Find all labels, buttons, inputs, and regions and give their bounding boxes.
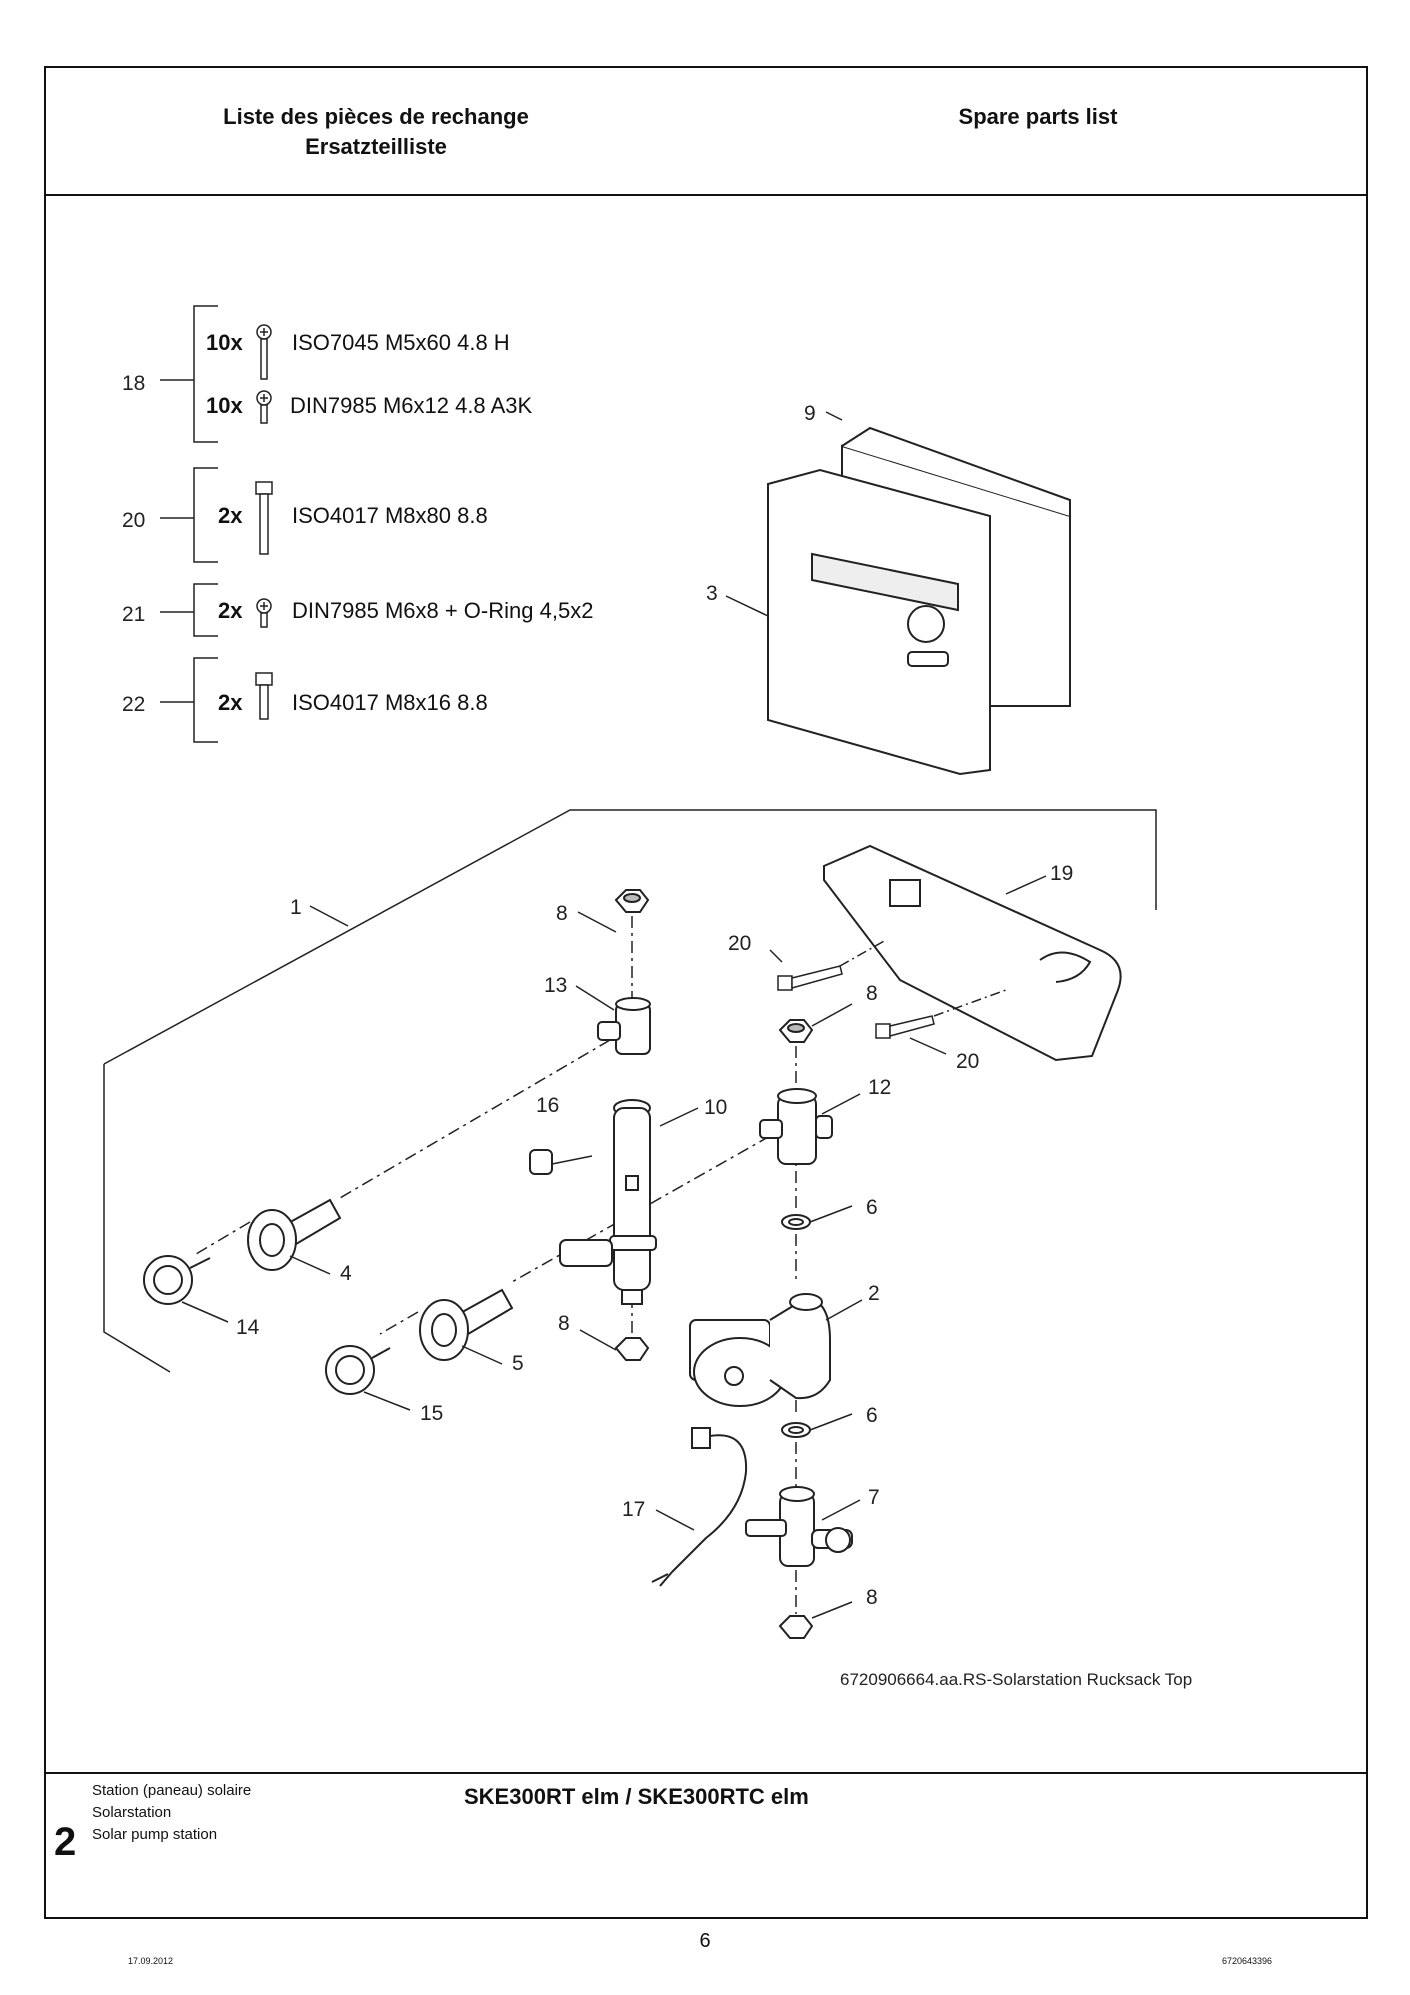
page-frame: Liste des pièces de rechange Ersatzteill… <box>44 66 1368 1919</box>
thermometer-holder <box>419 1288 514 1361</box>
fastener-bracket-18 <box>160 305 218 443</box>
fastener-qty: 10x <box>206 330 243 355</box>
controller-unit <box>767 426 1071 776</box>
fastener-ref-20: 20 <box>122 509 145 532</box>
fastener-spec: ISO7045 M5x60 4.8 H <box>292 330 510 355</box>
bolt <box>875 1015 935 1039</box>
callout-8d: 8 <box>866 1586 878 1609</box>
screw-icon <box>256 324 272 380</box>
bolt <box>777 965 843 991</box>
callout-10: 10 <box>704 1096 727 1119</box>
ball-valve <box>745 1486 853 1567</box>
axis-lines <box>195 916 797 1614</box>
fastener-bracket-22 <box>160 657 218 743</box>
callout-6a: 6 <box>866 1196 878 1219</box>
page-number: 6 <box>699 1930 711 1952</box>
callout-19: 19 <box>1050 862 1073 885</box>
gasket <box>781 1422 811 1438</box>
plug <box>529 1149 553 1175</box>
callout-12: 12 <box>868 1076 891 1099</box>
bolt-icon <box>255 672 273 720</box>
flow-meter <box>559 1099 657 1305</box>
callout-15: 15 <box>420 1402 443 1425</box>
callout-13: 13 <box>544 974 567 997</box>
callout-3: 3 <box>706 582 718 605</box>
nut <box>778 1615 814 1639</box>
nut <box>614 889 650 913</box>
title-en: Spare parts list <box>958 104 1118 129</box>
callout-6b: 6 <box>866 1404 878 1427</box>
callout-4: 4 <box>340 1262 352 1285</box>
fastener-qty: 2x <box>218 690 243 715</box>
screw-icon <box>256 598 272 628</box>
bolt-icon <box>255 481 273 555</box>
title-de: Ersatzteilliste <box>305 134 447 159</box>
callout-5: 5 <box>512 1352 524 1375</box>
fastener-qty: 10x <box>206 393 243 418</box>
screw-icon <box>256 390 272 424</box>
tee-valve <box>597 997 651 1055</box>
callout-8c: 8 <box>558 1312 570 1335</box>
fastener-ref-22: 22 <box>122 693 145 716</box>
fastener-bracket-20 <box>160 467 218 563</box>
nut <box>778 1019 814 1043</box>
document-number: 6720643396 <box>1222 1956 1273 1966</box>
callout-7: 7 <box>868 1486 880 1509</box>
fastener-ref-18: 18 <box>122 372 145 395</box>
check-valve <box>759 1088 833 1165</box>
gasket <box>781 1214 811 1230</box>
fastener-spec: DIN7985 M6x8 + O-Ring 4,5x2 <box>292 598 593 623</box>
callout-9: 9 <box>804 402 816 425</box>
header-row: Liste des pièces de rechange Ersatzteill… <box>46 68 1366 196</box>
fastener-spec: ISO4017 M8x80 8.8 <box>292 503 488 528</box>
section-name-en: Solar pump station <box>92 1826 218 1843</box>
assembly-bracket-outline <box>103 809 1157 1065</box>
thermometer <box>325 1345 391 1395</box>
callout-20b: 20 <box>956 1050 979 1073</box>
assembly-bracket-outline <box>103 1064 171 1373</box>
section-number: 2 <box>54 1820 77 1864</box>
fastener-qty: 2x <box>218 503 243 528</box>
fastener-bracket-21 <box>160 583 218 637</box>
callout-16: 16 <box>536 1094 559 1117</box>
drawing-caption: 6720906664.aa.RS-Solarstation Rucksack T… <box>840 1670 1193 1689</box>
callout-1: 1 <box>290 896 302 919</box>
header-title-left: Liste des pièces de rechange Ersatzteill… <box>46 102 706 162</box>
fastener-ref-21: 21 <box>122 603 145 626</box>
print-date: 17.09.2012 <box>128 1956 174 1966</box>
callout-8a: 8 <box>556 902 568 925</box>
callout-17: 17 <box>622 1498 645 1521</box>
section-name-de: Solarstation <box>92 1804 172 1821</box>
header-title-right: Spare parts list <box>706 102 1370 132</box>
fastener-qty: 2x <box>218 598 243 623</box>
callout-14: 14 <box>236 1316 260 1339</box>
callout-20a: 20 <box>728 932 751 955</box>
fastener-spec: DIN7985 M6x12 4.8 A3K <box>290 393 532 418</box>
section-name-fr: Station (paneau) solaire <box>92 1782 252 1799</box>
footer-divider <box>46 1772 1366 1774</box>
fastener-spec: ISO4017 M8x16 8.8 <box>292 690 488 715</box>
mounting-plate <box>823 844 1122 1062</box>
pump-cable <box>651 1427 748 1587</box>
nut <box>614 1337 650 1361</box>
title-fr: Liste des pièces de rechange <box>223 104 529 129</box>
circulation-pump <box>689 1293 831 1407</box>
model-name: SKE300RT elm / SKE300RTC elm <box>464 1784 809 1809</box>
thermometer-holder <box>247 1198 342 1271</box>
callout-2: 2 <box>868 1282 880 1305</box>
thermometer <box>143 1255 211 1305</box>
callout-8b: 8 <box>866 982 878 1005</box>
section-names: Station (paneau) solaire Solarstation So… <box>92 1780 251 1846</box>
